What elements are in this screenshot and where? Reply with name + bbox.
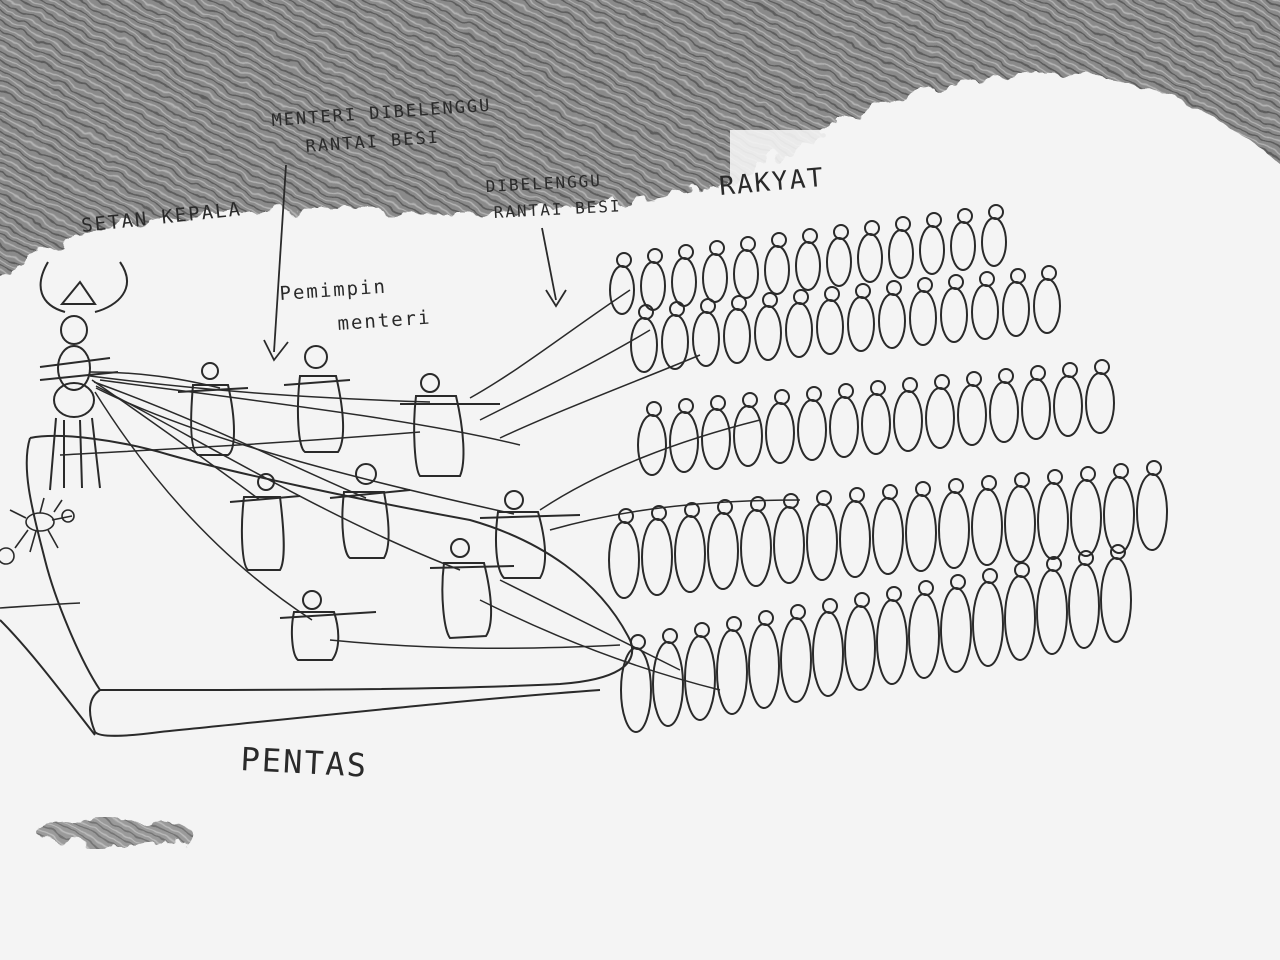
crowd-person-head bbox=[1014, 472, 1030, 488]
crowd-person-head bbox=[783, 493, 799, 509]
crowd-person-head bbox=[998, 368, 1014, 384]
crowd-person-head bbox=[709, 240, 725, 256]
crowd-person-head bbox=[771, 232, 787, 248]
label-pentas: PENTAS bbox=[240, 740, 369, 785]
crowd-person-head bbox=[988, 204, 1004, 220]
crowd-person-head bbox=[926, 212, 942, 228]
devil-head-figure bbox=[39, 261, 128, 491]
crowd-person-head bbox=[1041, 265, 1057, 281]
crowd-person-head bbox=[822, 598, 838, 614]
crowd bbox=[608, 204, 1168, 733]
crowd-person-head bbox=[870, 380, 886, 396]
crowd-person-head bbox=[678, 398, 694, 414]
crowd-person-head bbox=[981, 475, 997, 491]
crowd-person-head bbox=[1014, 562, 1030, 578]
crowd-person-head bbox=[630, 634, 646, 650]
crowd-person-head bbox=[774, 389, 790, 405]
arrow-annotations bbox=[263, 164, 567, 362]
crowd-person-head bbox=[902, 377, 918, 393]
crowd-person-head bbox=[740, 236, 756, 252]
crowd-person-head bbox=[915, 481, 931, 497]
crowd-person-head bbox=[694, 622, 710, 638]
crowd-person-head bbox=[662, 628, 678, 644]
crowd-person-head bbox=[802, 228, 818, 244]
crowd-person-head bbox=[957, 208, 973, 224]
crowd-person-head bbox=[710, 395, 726, 411]
crowd-person-head bbox=[1010, 268, 1026, 284]
crowd-person-head bbox=[616, 252, 632, 268]
crowd-person-head bbox=[849, 487, 865, 503]
pencil-smudge bbox=[37, 820, 193, 846]
crowd-person-head bbox=[1094, 359, 1110, 375]
creature-sketch bbox=[0, 497, 75, 565]
crowd-person-head bbox=[638, 304, 654, 320]
crowd-person-head bbox=[700, 298, 716, 314]
paper-clearing bbox=[730, 130, 860, 250]
crowd-person-head bbox=[979, 271, 995, 287]
crowd-person-head bbox=[651, 505, 667, 521]
crowd-person-head bbox=[678, 244, 694, 260]
crowd-person-head bbox=[793, 289, 809, 305]
crowd-person-head bbox=[726, 616, 742, 632]
crowd-person-head bbox=[647, 248, 663, 264]
crowd-person-head bbox=[1030, 365, 1046, 381]
crowd-person-head bbox=[1047, 469, 1063, 485]
crowd-person-head bbox=[833, 224, 849, 240]
crowd-person-head bbox=[934, 374, 950, 390]
crowd-person-head bbox=[1062, 362, 1078, 378]
crowd-person-head bbox=[855, 283, 871, 299]
crowd-person-head bbox=[966, 371, 982, 387]
crowd-person-head bbox=[982, 568, 998, 584]
crowd-person-head bbox=[684, 502, 700, 518]
crowd-person-head bbox=[895, 216, 911, 232]
crowd-person-head bbox=[886, 586, 902, 602]
crowd-person-head bbox=[1110, 544, 1126, 560]
crowd-person-head bbox=[1113, 463, 1129, 479]
crowd-person-head bbox=[618, 508, 634, 524]
crowd-person-head bbox=[918, 580, 934, 596]
crowd-person-head bbox=[950, 574, 966, 590]
crowd-person-head bbox=[882, 484, 898, 500]
crowd-person-head bbox=[824, 286, 840, 302]
crowd-person-head bbox=[1078, 550, 1094, 566]
crowd-person-head bbox=[838, 383, 854, 399]
crowd-person-head bbox=[669, 301, 685, 317]
crowd-person-head bbox=[948, 274, 964, 290]
crowd-person-head bbox=[790, 604, 806, 620]
crowd-person-head bbox=[1080, 466, 1096, 482]
crowd-person-head bbox=[1046, 556, 1062, 572]
crowd-person-head bbox=[917, 277, 933, 293]
pencil-shading bbox=[0, 0, 1280, 278]
crowd-person-head bbox=[762, 292, 778, 308]
crowd-person-head bbox=[806, 386, 822, 402]
crowd-person-head bbox=[646, 401, 662, 417]
crowd-person-head bbox=[758, 610, 774, 626]
crowd-person-head bbox=[816, 490, 832, 506]
crowd-person-head bbox=[1146, 460, 1162, 476]
stage-edge bbox=[0, 602, 81, 609]
crowd-person-head bbox=[864, 220, 880, 236]
crowd-person-head bbox=[948, 478, 964, 494]
crowd-person-head bbox=[854, 592, 870, 608]
crowd-person-head bbox=[731, 295, 747, 311]
crowd-person-head bbox=[886, 280, 902, 296]
crowd-person-head bbox=[717, 499, 733, 515]
crowd-person-head bbox=[750, 496, 766, 512]
crowd-person-head bbox=[742, 392, 758, 408]
